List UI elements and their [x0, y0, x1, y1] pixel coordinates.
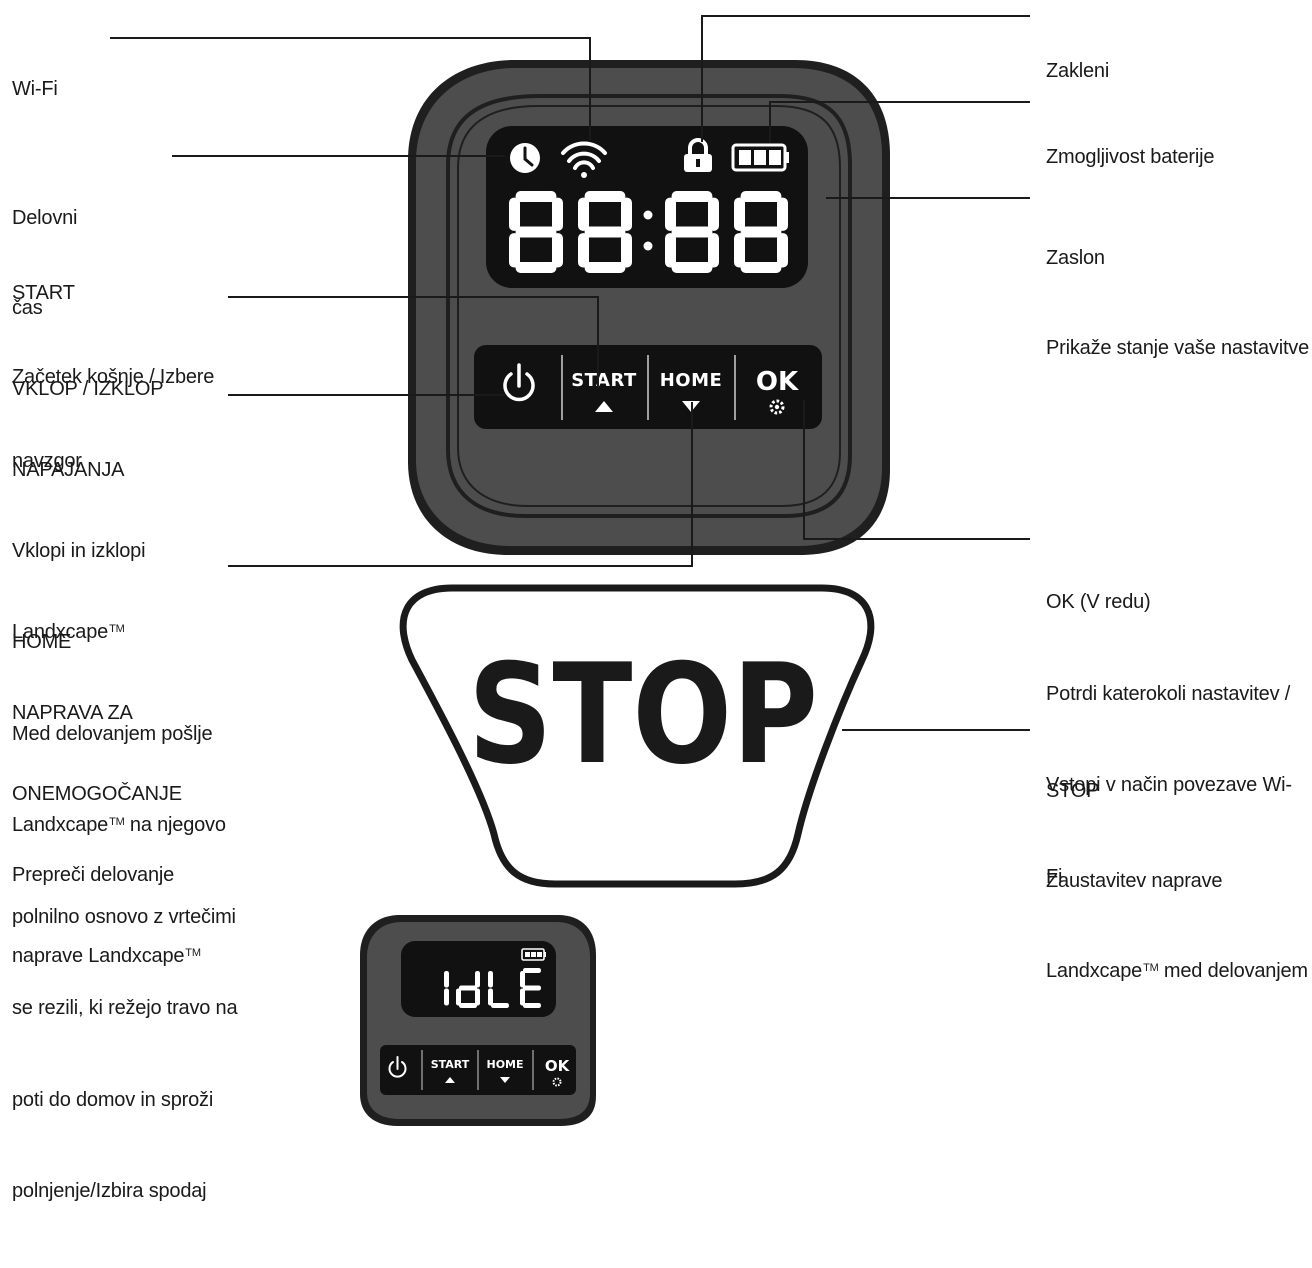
display-colon — [643, 210, 653, 251]
display-segment — [578, 233, 589, 268]
mini-ok-button[interactable]: OK — [545, 1057, 571, 1087]
mini-control-panel: START HOME OK — [360, 915, 596, 1126]
leader-wifi — [110, 37, 591, 140]
arrow-up-icon — [595, 401, 613, 412]
label-ok: OK (V redu) Potrdi katerokoli nastavitev… — [1046, 591, 1292, 888]
leader-lock — [701, 15, 1030, 142]
ok-button[interactable]: OK — [737, 349, 819, 425]
display-screen — [486, 126, 808, 288]
display-segment — [708, 197, 719, 231]
start-button-label: START — [571, 370, 637, 391]
display-segment — [777, 197, 788, 231]
display-segment — [523, 968, 541, 973]
home-button-label: HOME — [660, 370, 723, 391]
display-segment — [523, 1003, 541, 1008]
mini-home-button[interactable]: HOME — [486, 1058, 524, 1083]
display-segment — [665, 233, 676, 268]
display-segment — [456, 988, 461, 1006]
gear-icon — [552, 1077, 562, 1087]
display-segment — [671, 226, 713, 238]
display-segment — [515, 262, 557, 273]
label-lock: Zakleni — [1046, 60, 1110, 82]
display-segment — [488, 988, 493, 1006]
power-icon — [503, 363, 535, 402]
display-segment — [520, 971, 525, 988]
display-segment — [584, 226, 626, 238]
display-segment — [552, 233, 563, 268]
mini-seven-segment-display — [444, 968, 541, 1008]
power-button[interactable] — [478, 349, 560, 425]
display-segment — [734, 233, 745, 268]
display-segment — [665, 197, 676, 231]
label-screen: Zaslon Prikaže stanje vaše nastavitve — [1046, 247, 1310, 359]
display-segment — [671, 262, 713, 273]
label-stop: STOP Zaustavitev naprave LandxcapeTM med… — [1046, 780, 1308, 982]
display-segment — [488, 971, 493, 988]
label-home: HOME Med delovanjem pošlje LandxcapeTM n… — [12, 631, 238, 1202]
leader-ok — [803, 400, 1030, 540]
stop-button[interactable]: STOP — [399, 584, 875, 888]
display-segment — [475, 971, 480, 988]
lock-icon — [684, 138, 712, 172]
display-segment — [491, 1003, 509, 1008]
label-start: START Začetek košnje / Izbere navzgor — [12, 282, 215, 472]
display-segment — [552, 197, 563, 231]
diagram: START HOME OK STOP — [12, 15, 1310, 1202]
gear-icon — [769, 399, 785, 415]
leader-home — [228, 402, 693, 567]
wifi-icon — [561, 141, 607, 178]
display-segment — [459, 985, 477, 991]
display-segment — [621, 197, 632, 231]
battery-icon — [521, 948, 546, 961]
label-wifi: Wi-Fi — [12, 78, 58, 100]
mini-home-button-label: HOME — [486, 1058, 523, 1071]
label-battery: Zmogljivost baterije — [1046, 146, 1215, 168]
stop-button-label: STOP — [468, 634, 818, 795]
arrow-up-icon — [445, 1077, 455, 1083]
display-segment — [515, 226, 557, 238]
display-segment — [523, 985, 541, 991]
display-segment — [777, 233, 788, 268]
leader-start — [228, 296, 599, 388]
mini-power-button[interactable] — [388, 1056, 407, 1078]
display-segment — [584, 262, 626, 273]
control-panel-diagram: START HOME OK STOP — [110, 15, 1030, 1126]
display-segment — [509, 197, 520, 231]
mini-start-button[interactable]: START — [431, 1058, 470, 1083]
display-segment — [740, 262, 782, 273]
display-segment — [444, 988, 449, 1006]
display-segment — [671, 191, 713, 202]
mini-ok-button-label: OK — [545, 1057, 571, 1075]
seven-segment-display — [509, 191, 788, 273]
display-segment — [459, 1003, 477, 1008]
display-segment — [475, 988, 480, 1006]
display-segment — [509, 233, 520, 268]
label-power: VKLOP / IZKLOP NAPAJANJA Vklopi in izklo… — [12, 378, 201, 967]
display-segment — [734, 197, 745, 231]
battery-icon — [731, 143, 789, 172]
display-segment — [444, 971, 449, 988]
start-button[interactable]: START — [564, 349, 646, 425]
leader-battery — [769, 101, 1030, 143]
display-segment — [708, 233, 719, 268]
display-segment — [740, 191, 782, 202]
power-icon — [388, 1056, 407, 1078]
display-segment — [621, 233, 632, 268]
leader-lines — [110, 15, 1030, 731]
arrow-down-icon — [500, 1077, 510, 1083]
display-segment — [515, 191, 557, 202]
display-segment — [584, 191, 626, 202]
clock-icon — [510, 143, 540, 173]
display-segment — [578, 197, 589, 231]
mini-start-button-label: START — [431, 1058, 470, 1071]
ok-button-label: OK — [756, 367, 799, 397]
label-worktime: Delovni čas — [12, 207, 78, 319]
display-segment — [740, 226, 782, 238]
display-segment — [520, 988, 525, 1006]
